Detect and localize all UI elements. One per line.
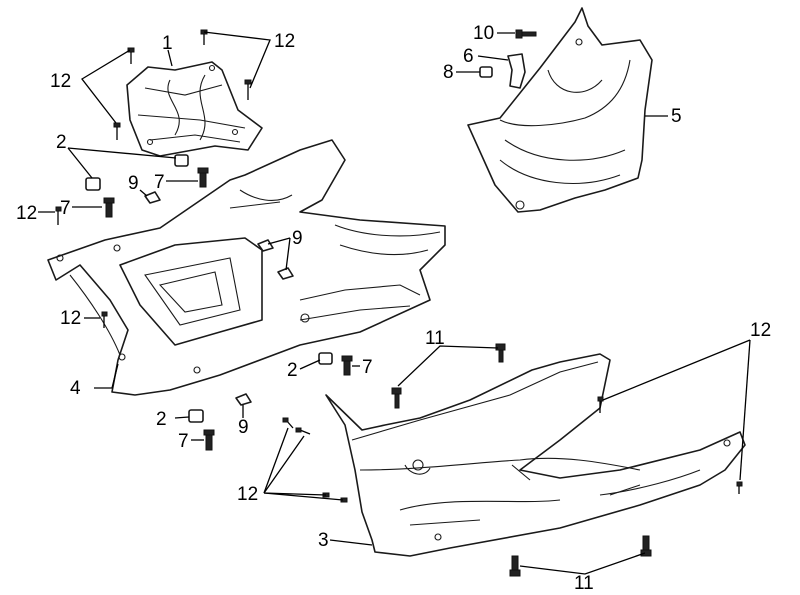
nut-8	[479, 66, 493, 78]
callout-2: 2	[287, 360, 298, 381]
screw-12-top-right	[244, 79, 252, 100]
callout-7: 7	[154, 172, 165, 193]
nut-2-lower	[188, 409, 204, 423]
bolt-7-upper	[197, 167, 209, 188]
callout-10: 10	[473, 23, 494, 44]
callout-labels: 1 12 12 2 9 7 12 7 9 12 4 2 7 2 9 7 10 6…	[16, 23, 771, 594]
nut-2-upper-left	[85, 177, 101, 191]
callout-5: 5	[671, 106, 682, 127]
callout-12: 12	[16, 203, 37, 224]
screw-12-lower-cluster	[282, 417, 348, 503]
bolt-7-left	[103, 197, 115, 218]
callout-1: 1	[162, 33, 173, 54]
callout-9: 9	[128, 173, 139, 194]
screw-11-bottom-left	[509, 555, 521, 577]
screw-11-upper-left	[391, 387, 402, 409]
bolt-7-middle	[341, 355, 353, 376]
screw-12-left-plate	[113, 122, 121, 140]
callout-6: 6	[463, 46, 474, 67]
callout-12: 12	[60, 308, 81, 329]
callout-2: 2	[156, 409, 167, 430]
bolt-10-top	[515, 29, 537, 39]
bracket-6	[507, 53, 526, 89]
screw-12-top-left	[127, 47, 135, 64]
callout-7: 7	[178, 431, 189, 452]
part-4-floor-panel	[47, 139, 446, 396]
callout-3: 3	[318, 530, 329, 551]
leader-lines	[38, 31, 751, 575]
nut-2-upper	[174, 154, 189, 167]
callout-11: 11	[574, 573, 594, 594]
callout-2: 2	[56, 132, 67, 153]
part-3-lower-cover	[325, 353, 746, 557]
callout-12: 12	[274, 31, 295, 52]
nut-2-middle	[318, 352, 333, 365]
screw-12-right	[597, 396, 743, 494]
screw-11-bottom-right	[640, 535, 652, 557]
callout-12: 12	[237, 484, 258, 505]
callout-8: 8	[443, 62, 454, 83]
part-5-rear-fender	[467, 7, 653, 213]
callout-11: 11	[425, 328, 445, 349]
callout-7: 7	[60, 198, 71, 219]
callout-12: 12	[50, 71, 71, 92]
screw-12-left	[55, 206, 62, 225]
clip-9-lower	[235, 393, 252, 406]
screw-12-mid-left	[101, 311, 108, 328]
screw-11-upper-right	[495, 343, 506, 363]
callout-9: 9	[238, 417, 249, 438]
callout-12: 12	[750, 320, 771, 341]
bolt-7-lower	[203, 429, 215, 451]
callout-7: 7	[362, 357, 373, 378]
clip-9-upper	[144, 191, 161, 204]
callout-4: 4	[70, 378, 81, 399]
callout-9: 9	[292, 228, 303, 249]
clip-9-middle	[257, 239, 294, 280]
part-1-cover-plate	[126, 61, 263, 157]
